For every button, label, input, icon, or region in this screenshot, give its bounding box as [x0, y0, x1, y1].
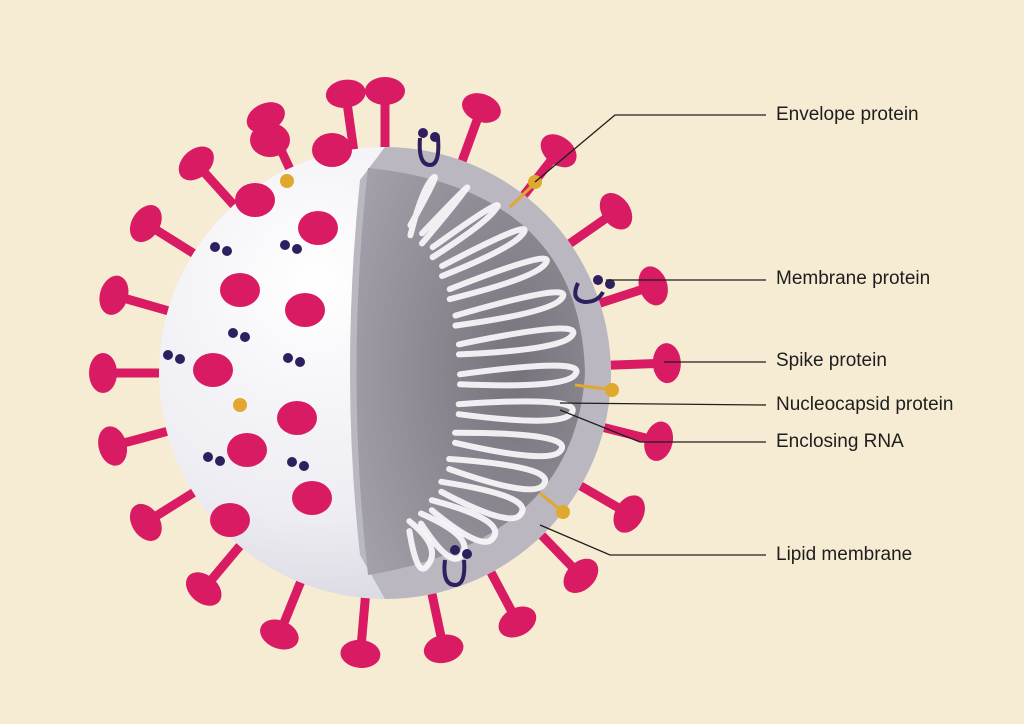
membrane-protein [215, 456, 225, 466]
label-lipid-membrane: Lipid membrane [776, 544, 913, 565]
membrane-protein [462, 549, 472, 559]
envelope-stalk [574, 383, 607, 391]
rna-loop [446, 456, 548, 493]
spike-head [613, 495, 645, 533]
spike-head [178, 146, 214, 181]
membrane-protein [280, 240, 290, 250]
label-envelope-protein: Envelope protein [776, 104, 919, 125]
spike-head [599, 193, 633, 230]
membrane-protein [295, 357, 305, 367]
rna-loop [429, 202, 501, 261]
spike-base [210, 503, 250, 537]
rna-loop [407, 173, 438, 239]
label-enclosing-rna: Enclosing RNA [776, 431, 904, 452]
membrane-protein [240, 332, 250, 342]
spike-head [325, 79, 366, 108]
rna-loop [418, 184, 471, 247]
rna-loop [455, 398, 576, 424]
membrane-protein [203, 452, 213, 462]
spike-base [220, 273, 260, 307]
membrane-protein [299, 461, 309, 471]
spike-head [638, 266, 668, 306]
membrane-protein [450, 545, 460, 555]
leader-lipid [539, 524, 766, 556]
envelope-stalk [539, 491, 559, 510]
membrane-protein [605, 279, 615, 289]
membrane-protein [283, 353, 293, 363]
spike-base [277, 401, 317, 435]
membrane-protein [418, 128, 428, 138]
spike-head [540, 134, 577, 168]
spike-base [235, 183, 275, 217]
membrane-protein [593, 275, 603, 285]
spike-base [193, 353, 233, 387]
spike-head [129, 503, 162, 541]
rna-loop [452, 289, 567, 329]
envelope-protein [280, 174, 294, 188]
membrane-protein [175, 354, 185, 364]
membrane-loop [442, 559, 467, 588]
envelope-protein [556, 505, 570, 519]
spike-head [340, 639, 381, 668]
membrane-protein [163, 350, 173, 360]
membrane-protein [292, 244, 302, 254]
membrane-loop [417, 137, 441, 168]
spike-head [563, 558, 599, 594]
envelope-protein [233, 398, 247, 412]
spike-head [462, 93, 501, 123]
spike-head [260, 619, 299, 650]
spike-head [423, 634, 464, 664]
envelope-protein [605, 383, 619, 397]
membrane-protein [228, 328, 238, 338]
leader-lines [534, 114, 767, 556]
label-nucleocapsid-protein: Nucleocapsid protein [776, 394, 954, 415]
rna-loop [446, 255, 550, 303]
rna-loop [428, 497, 499, 545]
rna-loop [438, 478, 526, 522]
spike-head [99, 275, 129, 315]
spike-base [250, 123, 290, 157]
spike-head [185, 572, 222, 606]
spike-protein-group [89, 77, 681, 668]
spike-head [89, 353, 117, 393]
envelope-stalk [508, 184, 534, 209]
rna-loop [418, 510, 468, 562]
spike-base [298, 211, 338, 245]
membrane-protein [287, 457, 297, 467]
spike-head [98, 426, 128, 466]
spike-base [292, 481, 332, 515]
surface-proteins [163, 123, 619, 588]
spike-head [498, 606, 537, 638]
leader-rna [559, 409, 766, 443]
rna-loop [452, 429, 566, 460]
spike-base [285, 293, 325, 327]
leader-envelope [534, 114, 766, 183]
membrane-protein [222, 246, 232, 256]
spike-head [644, 421, 674, 461]
rna-loop [456, 362, 580, 389]
rna-loop [439, 226, 528, 280]
label-spike-protein: Spike protein [776, 350, 887, 371]
leader-nucleocapsid [559, 402, 767, 406]
spike-head [365, 77, 405, 105]
rna-loop [455, 325, 577, 358]
membrane-protein [210, 242, 220, 252]
spike-base [227, 433, 267, 467]
spike-head [652, 343, 681, 384]
spike-head [129, 205, 162, 243]
spike-base [312, 133, 352, 167]
rna-loop [406, 518, 435, 572]
membrane-loop [573, 282, 605, 305]
label-membrane-protein: Membrane protein [776, 268, 931, 289]
enclosing-rna-coil [406, 173, 580, 572]
